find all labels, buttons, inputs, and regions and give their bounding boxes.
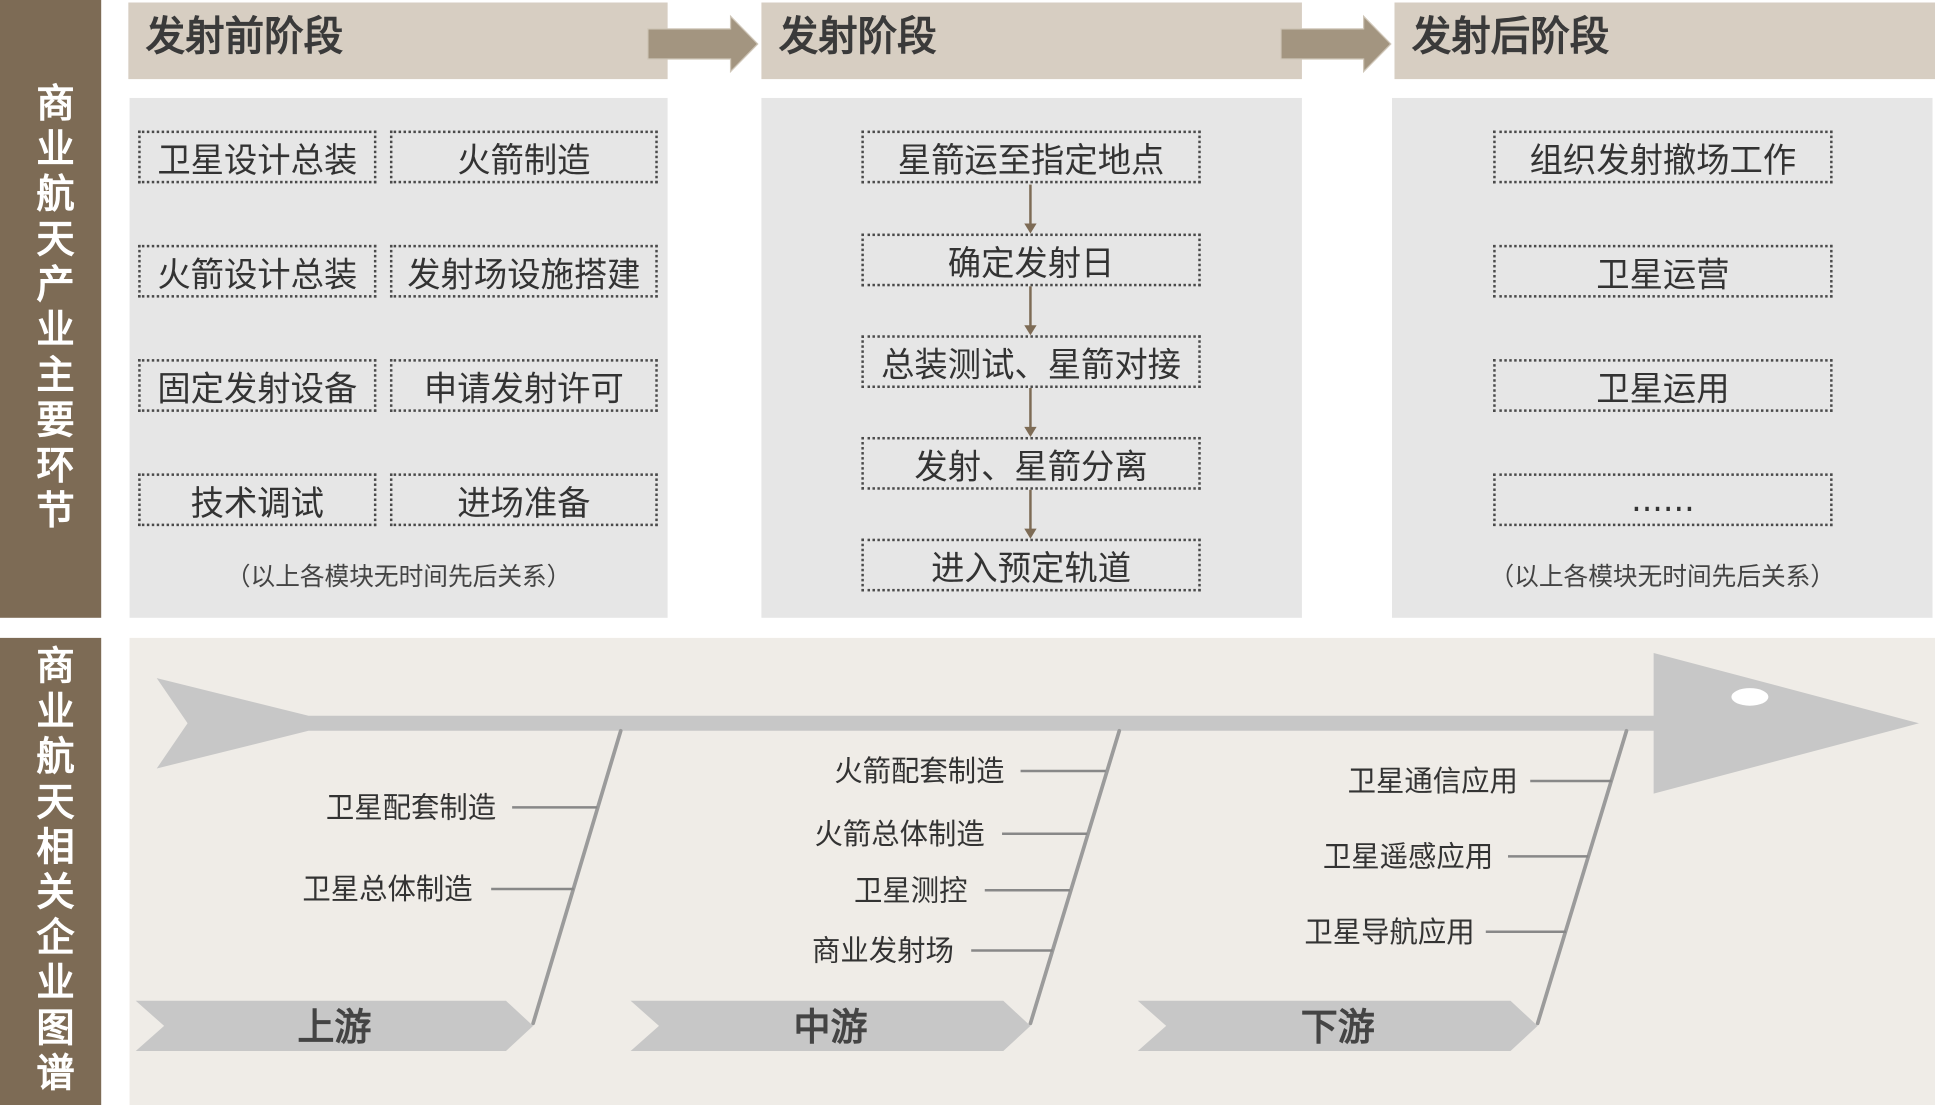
stage-header-launch: 发射阶段 bbox=[761, 2, 1302, 80]
chain-label-upstream: 上游 bbox=[297, 1005, 371, 1049]
stage-item: 卫星设计总装 bbox=[138, 130, 377, 184]
chain-chevron-midstream bbox=[630, 1000, 1031, 1052]
stage-item: 进场准备 bbox=[389, 473, 658, 527]
stage-header-post-launch: 发射后阶段 bbox=[1394, 2, 1935, 80]
fishbone-bone-downstream bbox=[1535, 728, 1629, 1026]
branch-label: 卫星遥感应用 bbox=[1323, 839, 1493, 873]
stage-note: （以上各模块无时间先后关系） bbox=[225, 561, 572, 592]
stage-item: 火箭设计总装 bbox=[138, 244, 377, 298]
section-label-company-map: 商业航天相关企业图谱 bbox=[0, 637, 102, 1105]
chain-chevron-downstream bbox=[1137, 1000, 1538, 1052]
branch-label: 火箭配套制造 bbox=[834, 754, 1004, 788]
stage-item: 确定发射日 bbox=[861, 233, 1201, 287]
stage-title: 发射后阶段 bbox=[1411, 12, 1610, 61]
right-arrow-icon bbox=[1280, 14, 1392, 74]
branch-label: 卫星配套制造 bbox=[326, 790, 496, 824]
chain-chevron-upstream bbox=[135, 1000, 534, 1052]
section-label-main-links: 商业航天产业主要环节 bbox=[0, 0, 102, 618]
fishbone-bone-midstream bbox=[1028, 728, 1122, 1026]
stage-item: 总装测试、星箭对接 bbox=[861, 335, 1201, 389]
down-arrow-icon bbox=[1024, 184, 1037, 234]
stage-panel-pre-launch bbox=[129, 97, 668, 618]
branch-label: 火箭总体制造 bbox=[815, 817, 985, 851]
fishbone-spine bbox=[156, 652, 1919, 794]
stage-item: 卫星运用 bbox=[1493, 359, 1833, 412]
stage-item: 组织发射撤场工作 bbox=[1493, 130, 1833, 184]
stage-panel-post-launch bbox=[1392, 97, 1933, 618]
down-arrow-icon bbox=[1024, 489, 1037, 539]
stage-item: 进入预定轨道 bbox=[861, 538, 1201, 592]
chain-label-downstream: 下游 bbox=[1301, 1005, 1375, 1049]
stage-item: 发射场设施搭建 bbox=[389, 244, 658, 298]
stage-note: （以上各模块无时间先后关系） bbox=[1489, 561, 1836, 592]
fishbone-eye bbox=[1731, 688, 1769, 706]
stage-title: 发射阶段 bbox=[778, 12, 937, 61]
branch-label: 商业发射场 bbox=[812, 933, 954, 967]
branch-label: 卫星总体制造 bbox=[302, 872, 472, 906]
stage-item: 星箭运至指定地点 bbox=[861, 130, 1201, 184]
down-arrow-icon bbox=[1024, 388, 1037, 437]
stage-item: 技术调试 bbox=[138, 473, 377, 527]
stage-item: 发射、星箭分离 bbox=[861, 436, 1201, 490]
chain-label-midstream: 中游 bbox=[794, 1005, 868, 1049]
section-label-text: 商业航天相关企业图谱 bbox=[29, 645, 74, 1098]
stage-item: ...... bbox=[1493, 473, 1833, 527]
stage-header-pre-launch: 发射前阶段 bbox=[128, 2, 668, 80]
branch-label: 卫星测控 bbox=[854, 873, 968, 907]
right-arrow-icon bbox=[647, 14, 759, 74]
branch-label: 卫星导航应用 bbox=[1304, 915, 1474, 949]
stage-item: 申请发射许可 bbox=[389, 359, 658, 412]
section-label-text: 商业航天产业主要环节 bbox=[29, 82, 74, 535]
stage-item: 固定发射设备 bbox=[138, 359, 377, 412]
branch-label: 卫星通信应用 bbox=[1348, 764, 1518, 798]
stage-item: 卫星运营 bbox=[1493, 244, 1833, 298]
fishbone-bone-upstream bbox=[531, 728, 623, 1026]
stage-item: 火箭制造 bbox=[389, 130, 658, 184]
down-arrow-icon bbox=[1024, 286, 1037, 336]
stage-title: 发射前阶段 bbox=[145, 12, 344, 61]
